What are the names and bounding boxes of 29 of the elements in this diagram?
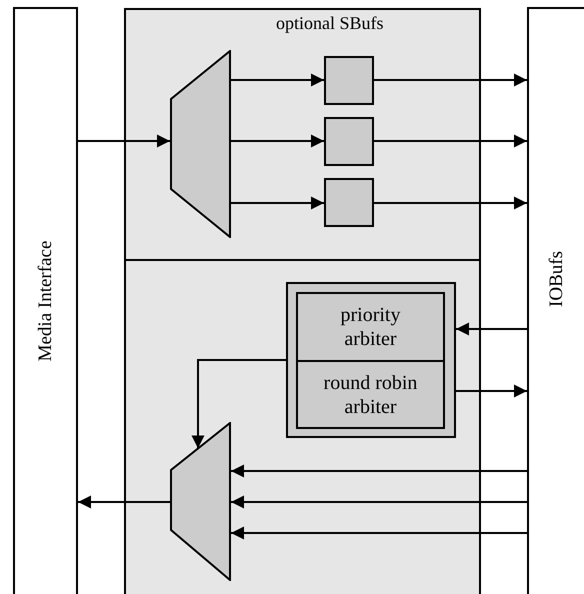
arrow [78, 134, 170, 148]
panel-title: optional SBufs [276, 13, 384, 34]
arrow [231, 464, 527, 478]
arbiter-box [296, 292, 445, 362]
arrow [231, 526, 527, 540]
arrow [78, 496, 170, 508]
arrow [374, 196, 527, 210]
arrow [456, 384, 527, 398]
panel-label: IOBufs [546, 251, 568, 307]
arrow [231, 74, 324, 86]
arrow [231, 196, 324, 210]
arbitration-panel [124, 259, 481, 594]
arrow [456, 322, 527, 336]
arbiter-box [296, 360, 445, 429]
block-label: priority arbiter [340, 303, 402, 351]
buffer-box [324, 117, 374, 166]
block-label: round robin arbiter [322, 370, 418, 418]
arbiter-box [286, 282, 456, 438]
arrow [231, 134, 324, 148]
buffer-box [324, 178, 374, 227]
buffer-box [324, 56, 374, 105]
panel-label: Media Interface [34, 240, 56, 362]
buffer-panel [124, 8, 481, 261]
interface-panel [527, 7, 584, 594]
arrow [374, 74, 527, 86]
interface-panel [13, 7, 78, 594]
arrow [231, 496, 527, 508]
arrow [192, 359, 286, 448]
arrow [374, 134, 527, 148]
